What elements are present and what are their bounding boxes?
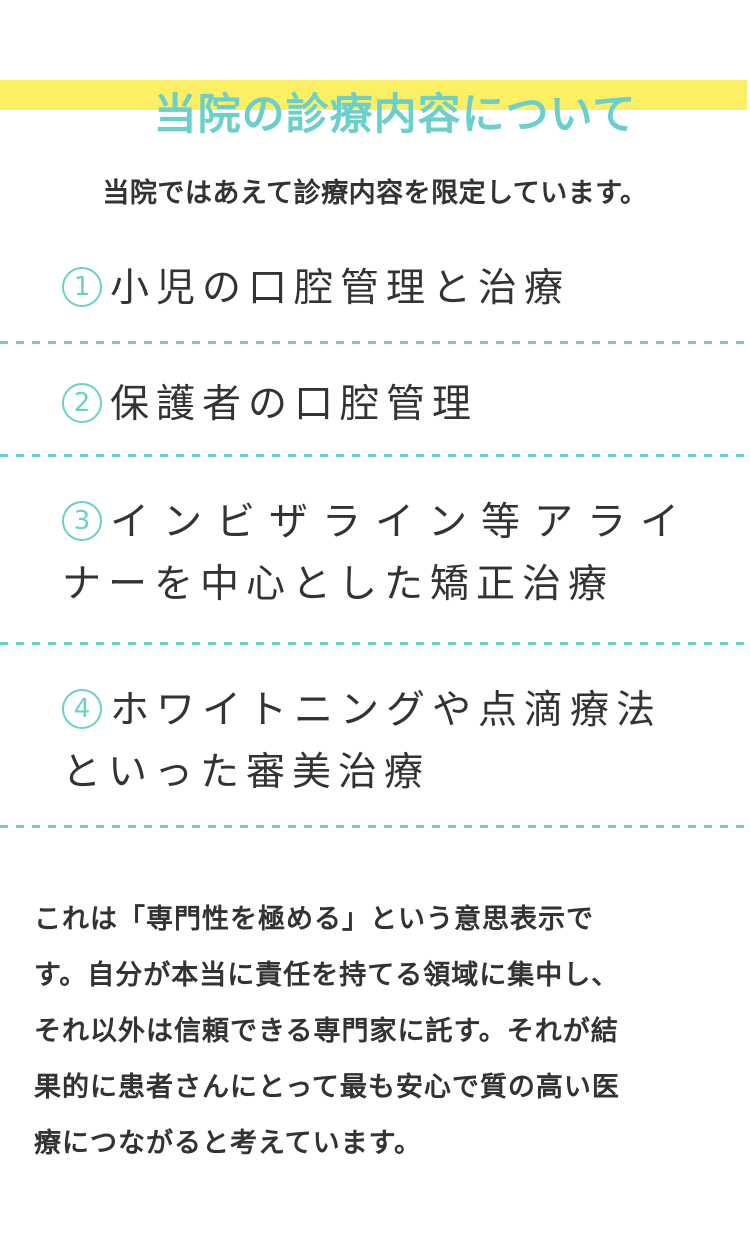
circled-number-3-icon: 3 [62, 501, 102, 541]
circled-number-1-icon: 1 [62, 267, 102, 307]
dotted-divider [0, 825, 750, 828]
lead-text: 当院ではあえて診療内容を限定しています。 [102, 178, 648, 209]
service-label-line-1: ホワイトニングや点滴療法 [110, 688, 663, 733]
service-label-line-2: ナーを中心とした矯正治療 [62, 562, 615, 607]
circled-number-4-icon: 4 [62, 689, 102, 729]
circled-number-2-icon: 2 [62, 383, 102, 423]
dotted-divider [0, 642, 750, 645]
dotted-divider [0, 454, 750, 457]
service-label-line-1: インビザライン等アライ [110, 500, 694, 545]
closing-line: 療につながると考えています。 [34, 1128, 422, 1159]
service-label: 小児の口腔管理と治療 [110, 266, 571, 311]
title-highlight-band [0, 80, 747, 110]
closing-paragraph: これは「専門性を極める」という意思表示で す。自分が本当に責任を持てる領域に集中… [34, 892, 724, 1172]
page-title: 当院の診療内容について [153, 90, 637, 140]
dotted-divider [0, 341, 750, 344]
closing-line: それ以外は信頼できる専門家に託す。それが結 [34, 1016, 619, 1047]
closing-line: す。自分が本当に責任を持てる領域に集中し、 [34, 960, 620, 991]
service-label-line-2: といった審美治療 [62, 750, 431, 795]
service-label: 保護者の口腔管理 [110, 382, 479, 427]
closing-line: これは「専門性を極める」という意思表示で [34, 904, 594, 935]
closing-line: 果的に患者さんにとって最も安心で質の高い医 [34, 1072, 620, 1103]
